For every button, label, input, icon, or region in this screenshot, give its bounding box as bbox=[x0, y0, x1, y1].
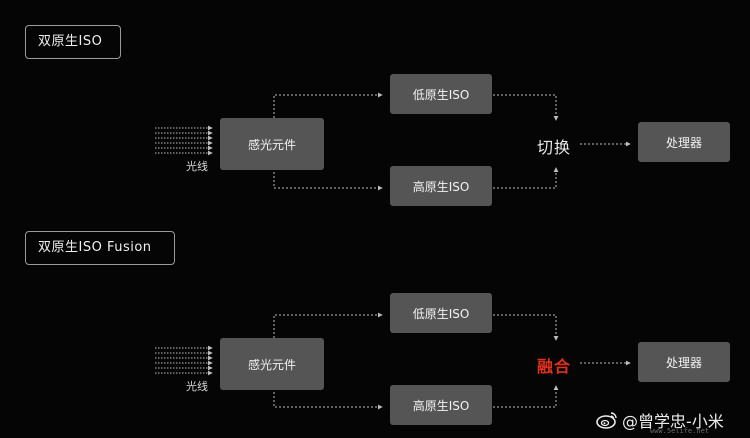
processor-box-1: 处理器 bbox=[638, 122, 730, 162]
sensor-to-low-connector-1 bbox=[273, 92, 383, 118]
high-iso-box-2: 高原生ISO bbox=[390, 385, 492, 425]
low-iso-box-1: 低原生ISO bbox=[390, 74, 492, 114]
watermark-site: www.5elife.net bbox=[650, 427, 710, 435]
sensor-to-high-connector-1 bbox=[273, 172, 383, 191]
weibo-icon bbox=[596, 412, 617, 429]
processor-box-2: 处理器 bbox=[638, 342, 730, 382]
light-label-2: 光线 bbox=[186, 380, 208, 393]
low-iso-box-2: 低原生ISO bbox=[390, 293, 492, 333]
watermark-text: @曾学忠-小米 bbox=[622, 412, 724, 431]
high-to-merge-connector-2 bbox=[493, 385, 559, 408]
weibo-watermark: @曾学忠-小米 bbox=[596, 408, 724, 432]
light-rays-2 bbox=[155, 345, 213, 376]
sensor-to-low-connector-2 bbox=[273, 312, 383, 338]
diagram-1-title: 双原生ISO bbox=[25, 25, 121, 59]
light-rays-1 bbox=[155, 125, 213, 156]
sensor-to-high-connector-2 bbox=[273, 392, 383, 410]
switch-label: 切换 bbox=[537, 138, 572, 157]
high-iso-box-1: 高原生ISO bbox=[390, 166, 492, 206]
sensor-box-2: 感光元件 bbox=[220, 338, 324, 390]
sensor-box-1: 感光元件 bbox=[220, 118, 324, 170]
fusion-label: 融合 bbox=[537, 357, 572, 376]
diagram-2-title: 双原生ISO Fusion bbox=[25, 231, 175, 265]
low-to-merge-connector-1 bbox=[493, 94, 559, 121]
low-to-merge-connector-2 bbox=[493, 314, 559, 341]
light-label-1: 光线 bbox=[186, 160, 208, 173]
high-to-merge-connector-1 bbox=[493, 167, 559, 189]
